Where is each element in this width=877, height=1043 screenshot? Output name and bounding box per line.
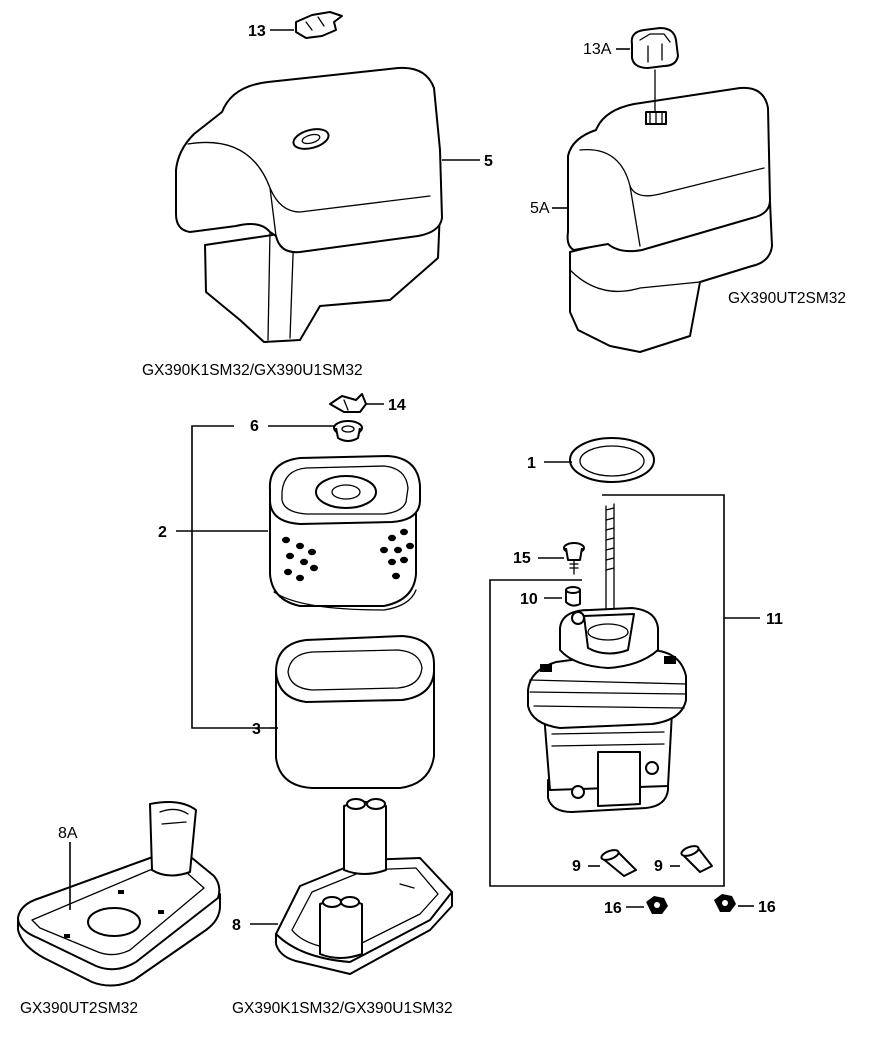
air-cleaner-base-8 [275, 798, 453, 975]
perforation-hole [394, 546, 402, 554]
model-label-base-standard: GX390K1SM32/GX390U1SM32 [232, 1000, 453, 1017]
perforation-hole [392, 572, 400, 580]
perforation-hole [380, 546, 388, 554]
perforation-hole [308, 548, 316, 556]
perforation-hole [300, 558, 308, 566]
callout-11: 11 [766, 611, 783, 628]
perforation-hole [282, 536, 290, 544]
callout-8A: 8A [58, 825, 78, 842]
nut-16-right [714, 894, 736, 912]
callout-9-left: 9 [572, 858, 581, 875]
knob-13A [630, 27, 679, 125]
callout-13: 13 [248, 23, 266, 40]
grommet-6 [333, 420, 363, 442]
perforation-hole [296, 542, 304, 550]
perforation-hole [284, 568, 292, 576]
model-label-cover-ut: GX390UT2SM32 [728, 290, 846, 307]
callout-5A: 5A [530, 200, 550, 217]
wing-nut-13 [295, 11, 343, 39]
bracket-2-3 [191, 425, 270, 729]
callout-15: 15 [513, 550, 531, 567]
gasket-1 [569, 437, 655, 483]
perforation-hole [310, 564, 318, 572]
callout-16-left: 16 [604, 900, 622, 917]
filter-element-2 [268, 455, 421, 611]
perforation-hole [400, 556, 408, 564]
model-label-base-ut: GX390UT2SM32 [20, 1000, 138, 1017]
callout-14: 14 [388, 397, 406, 414]
model-label-cover-standard: GX390K1SM32/GX390U1SM32 [142, 362, 363, 379]
collar-10 [565, 586, 581, 607]
air-cleaner-case-11 [527, 503, 687, 813]
perforation-hole [400, 528, 408, 536]
perforation-hole [388, 534, 396, 542]
bracket-11 [489, 494, 725, 887]
perforation-hole [406, 542, 414, 550]
callout-16-right: 16 [758, 899, 776, 916]
callout-1: 1 [527, 455, 536, 472]
air-cleaner-base-8A [17, 801, 221, 987]
perforation-hole [388, 558, 396, 566]
foam-element-3 [275, 635, 435, 789]
collar-9-right [680, 845, 713, 873]
callout-3: 3 [252, 721, 261, 738]
callout-9-right: 9 [654, 858, 663, 875]
filter-perforations [282, 528, 414, 582]
air-cleaner-cover-5 [175, 66, 443, 343]
collar-9-left [600, 849, 637, 877]
perforation-hole [286, 552, 294, 560]
callout-6: 6 [250, 418, 259, 435]
air-cleaner-cover-5A [566, 86, 773, 353]
callout-2: 2 [158, 524, 167, 541]
bolt-15 [563, 542, 585, 575]
callout-8: 8 [232, 917, 241, 934]
callout-13A: 13A [583, 41, 612, 58]
callout-5: 5 [484, 153, 493, 170]
callout-10: 10 [520, 591, 538, 608]
perforation-hole [296, 574, 304, 582]
wing-nut-14 [329, 393, 367, 413]
nut-16-left [646, 896, 668, 914]
